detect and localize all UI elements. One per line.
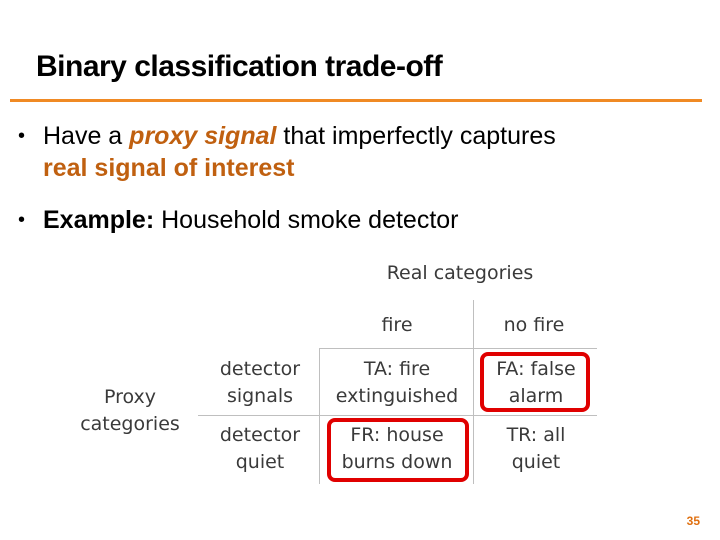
bullet1-mid: that imperfectly captures bbox=[276, 122, 556, 150]
column-fire: fire bbox=[381, 314, 413, 336]
column-no-fire: no fire bbox=[503, 314, 565, 336]
row-signals-line1: detector bbox=[219, 358, 301, 380]
real-categories-header: Real categories bbox=[386, 262, 534, 284]
title-divider bbox=[10, 99, 702, 102]
proxy-categories-header: Proxy categories bbox=[70, 384, 190, 438]
tr-line1: TR: all bbox=[506, 424, 566, 446]
proxy-header-line2: categories bbox=[80, 413, 180, 435]
bullet1-pre: Have a bbox=[43, 122, 130, 150]
ta-line1: TA: fire bbox=[363, 358, 431, 380]
ta-line2: extinguished bbox=[335, 385, 459, 407]
bullet2-label: Example: bbox=[43, 206, 155, 234]
grid-line-center bbox=[198, 415, 597, 416]
fa-line2: alarm bbox=[508, 385, 564, 407]
row-detector-signals: detector signals bbox=[205, 356, 315, 410]
row-detector-quiet: detector quiet bbox=[205, 422, 315, 476]
fr-line1: FR: house bbox=[350, 424, 444, 446]
slide-title: Binary classification trade-off bbox=[36, 50, 443, 83]
bullet-dot: • bbox=[18, 125, 26, 147]
bullet-dot: • bbox=[18, 209, 26, 231]
bullet-text: Example: Household smoke detector bbox=[43, 204, 459, 236]
cell-false-alarm: FA: false alarm bbox=[476, 356, 596, 410]
row-quiet-line1: detector bbox=[219, 424, 301, 446]
page-number: 35 bbox=[686, 514, 700, 528]
fa-line1: FA: false bbox=[496, 358, 576, 380]
grid-line-left bbox=[319, 348, 320, 484]
bullet2-text: Household smoke detector bbox=[154, 206, 459, 234]
proxy-header-line1: Proxy bbox=[103, 386, 157, 408]
grid-line-top bbox=[319, 348, 597, 349]
cell-true-reject: TR: all quiet bbox=[476, 422, 596, 476]
row-quiet-line2: quiet bbox=[235, 451, 285, 473]
bullet-text: Have a proxy signal that imperfectly cap… bbox=[43, 120, 556, 184]
bullet1-proxy: proxy signal bbox=[129, 122, 277, 150]
tr-line2: quiet bbox=[511, 451, 561, 473]
row-signals-line2: signals bbox=[226, 385, 294, 407]
cell-true-alarm: TA: fire extinguished bbox=[322, 356, 472, 410]
bullet1-real: real signal of interest bbox=[43, 154, 295, 182]
cell-false-reject: FR: house burns down bbox=[322, 422, 472, 476]
fr-line2: burns down bbox=[341, 451, 453, 473]
